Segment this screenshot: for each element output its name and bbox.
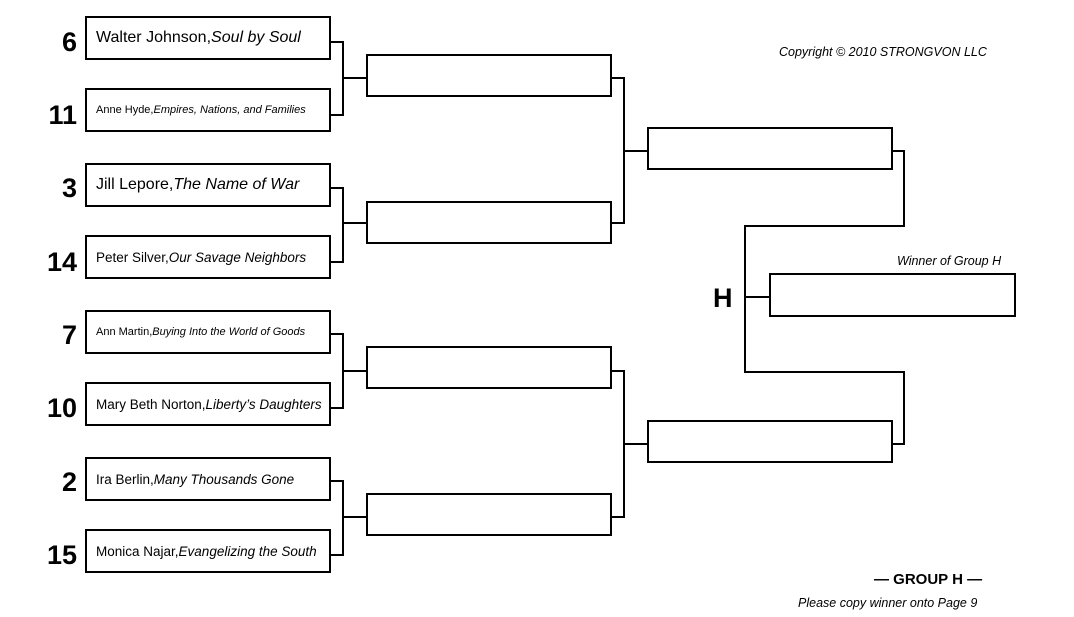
round2-slot-1[interactable] <box>366 54 612 97</box>
entry-title: Liberty’s Daughters <box>205 396 322 412</box>
round2-slot-2[interactable] <box>366 201 612 244</box>
entry-author: Jill Lepore, <box>96 176 174 193</box>
seed-11: 11 <box>48 100 77 130</box>
round2-slot-3[interactable] <box>366 346 612 389</box>
entry-title: Evangelizing the South <box>178 543 317 559</box>
entry-author: Ira Berlin, <box>96 471 154 487</box>
entry-box[interactable]: Jill Lepore, The Name of War <box>85 163 331 207</box>
entry-box[interactable]: Anne Hyde, Empires, Nations, and Familie… <box>85 88 331 132</box>
entry-author: Peter Silver, <box>96 249 169 265</box>
seed-7: 7 <box>61 320 77 350</box>
entry-box[interactable]: Mary Beth Norton, Liberty’s Daughters <box>85 382 331 426</box>
group-winner-slot[interactable] <box>769 273 1016 317</box>
group-name: — GROUP H — <box>874 571 983 588</box>
round2-slot-4[interactable] <box>366 493 612 536</box>
entry-author: Ann Martin, <box>96 326 153 338</box>
entry-title: The Name of War <box>173 176 300 193</box>
seed-10: 10 <box>46 393 77 423</box>
seed-3: 3 <box>61 173 77 203</box>
entry-author: Mary Beth Norton, <box>96 396 206 412</box>
copyright-text: Copyright © 2010 STRONGVON LLC <box>779 45 987 59</box>
entry-box[interactable]: Peter Silver, Our Savage Neighbors <box>85 235 331 279</box>
entry-author: Walter Johnson, <box>96 29 212 46</box>
group-letter: H <box>713 283 733 313</box>
entry-box[interactable]: Monica Najar, Evangelizing the South <box>85 529 331 573</box>
entry-author: Monica Najar, <box>96 543 179 559</box>
winner-label: Winner of Group H <box>897 254 1002 268</box>
entry-author: Anne Hyde, <box>96 104 154 116</box>
seed-15: 15 <box>46 540 77 570</box>
copy-note: Please copy winner onto Page 9 <box>798 596 978 610</box>
entry-title: Our Savage Neighbors <box>168 249 307 265</box>
entry-title: Soul by Soul <box>211 29 301 46</box>
entry-box[interactable]: Ira Berlin, Many Thousands Gone <box>85 457 331 501</box>
entry-box[interactable]: Walter Johnson, Soul by Soul <box>85 16 331 60</box>
entry-title: Many Thousands Gone <box>153 471 295 487</box>
seed-2: 2 <box>61 467 77 497</box>
entry-title: Buying Into the World of Goods <box>152 326 306 338</box>
seed-6: 6 <box>61 27 77 57</box>
round3-slot-1[interactable] <box>647 127 893 170</box>
entry-title: Empires, Nations, and Families <box>153 104 306 116</box>
seed-14: 14 <box>46 247 77 277</box>
round3-slot-2[interactable] <box>647 420 893 463</box>
entry-box[interactable]: Ann Martin, Buying Into the World of Goo… <box>85 310 331 354</box>
